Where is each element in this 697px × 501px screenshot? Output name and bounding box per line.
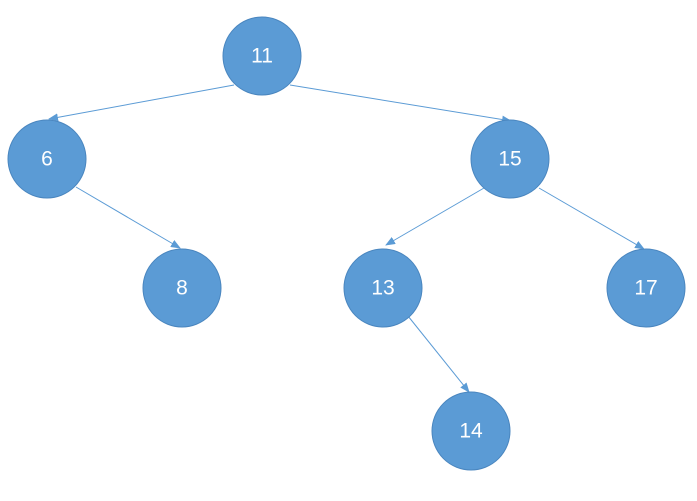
tree-node-15: 15 (470, 119, 550, 199)
node-label: 6 (41, 148, 53, 171)
tree-node-6: 6 (7, 119, 87, 199)
edge-arrow-15-17 (538, 187, 645, 250)
edge-arrow-15-13 (385, 187, 485, 246)
node-circle (470, 119, 550, 199)
edges-layer (48, 84, 645, 393)
edge-arrow-13-14 (407, 315, 470, 393)
node-label: 8 (176, 277, 188, 300)
tree-node-11: 11 (222, 16, 302, 96)
edge-arrow-11-15 (289, 84, 512, 124)
node-circle (7, 119, 87, 199)
node-circle (142, 248, 222, 328)
nodes-layer: 11 6 15 8 13 17 14 (7, 16, 686, 471)
node-label: 14 (459, 420, 483, 443)
node-label: 13 (371, 277, 394, 300)
node-circle (606, 248, 686, 328)
node-circle (222, 16, 302, 96)
tree-node-8: 8 (142, 248, 222, 328)
node-label: 15 (498, 148, 521, 171)
node-circle (431, 391, 511, 471)
node-circle (343, 248, 423, 328)
tree-node-13: 13 (343, 248, 423, 328)
tree-node-14: 14 (431, 391, 511, 471)
edge-arrow-11-6 (48, 84, 235, 122)
tree-node-17: 17 (606, 248, 686, 328)
node-label: 11 (251, 45, 273, 68)
edge-arrow-6-8 (75, 186, 181, 249)
node-label: 17 (634, 277, 657, 300)
